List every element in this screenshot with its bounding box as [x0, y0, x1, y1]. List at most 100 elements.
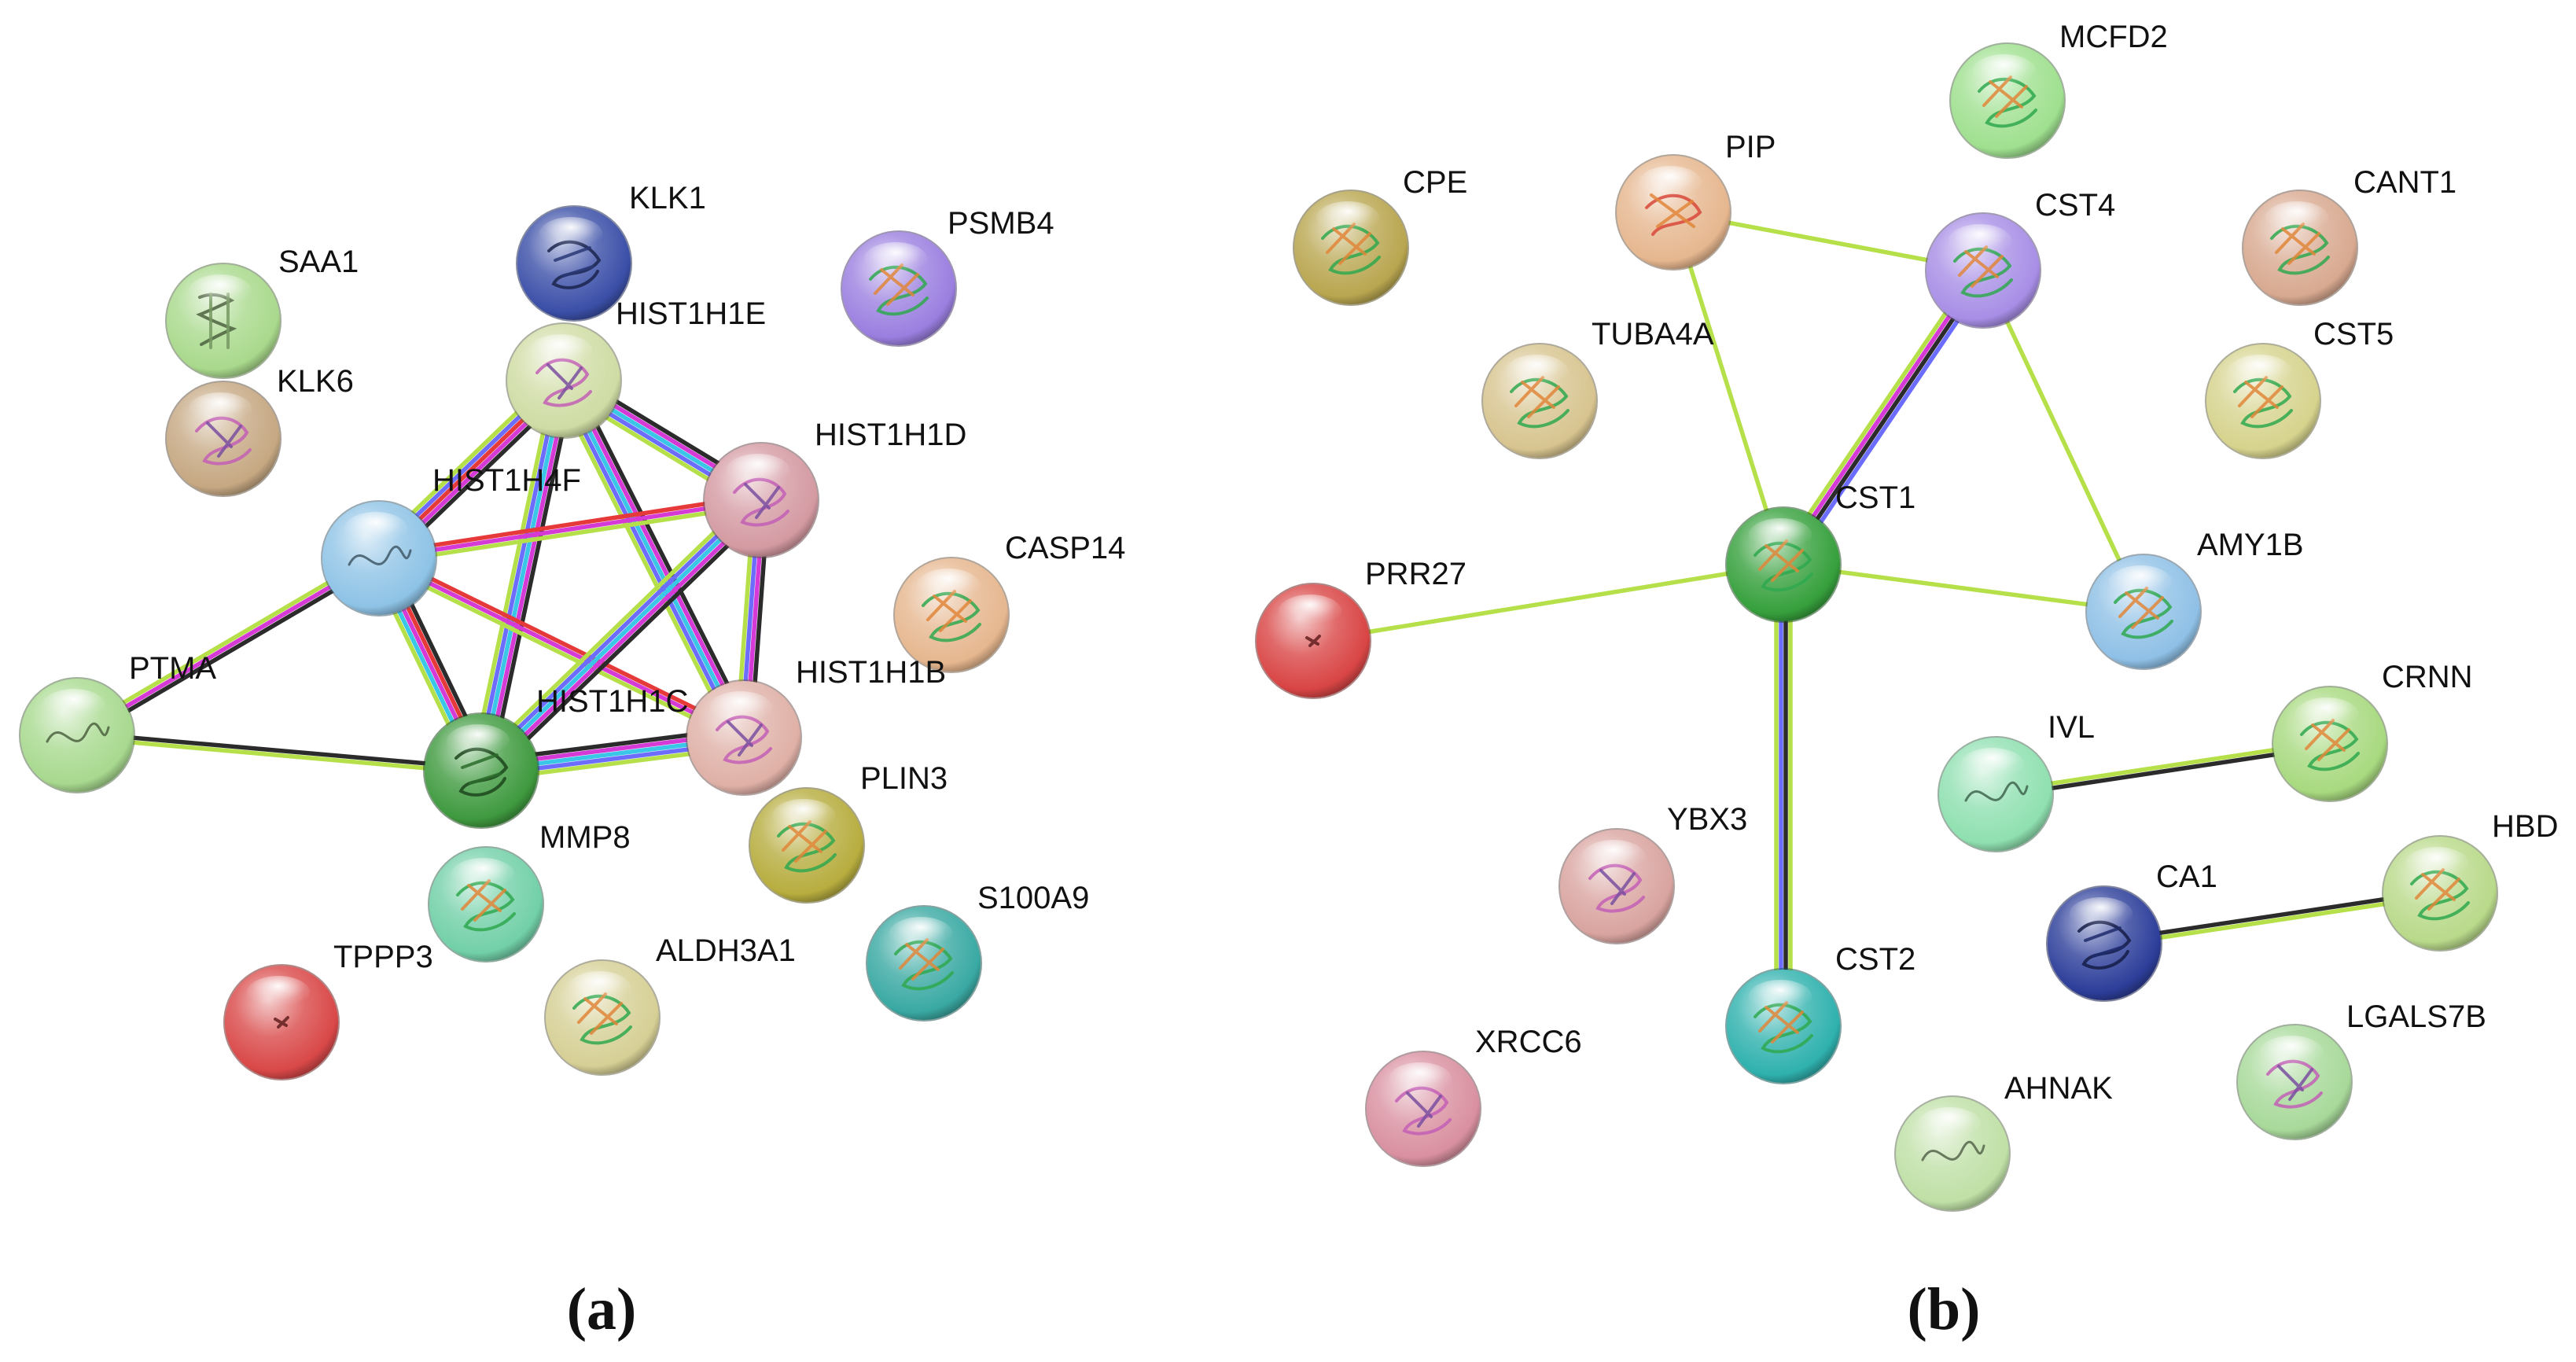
edge-CST1-CST2 [1774, 562, 1793, 1029]
node-label: TUBA4A [1592, 317, 1714, 352]
edge-evidence-line [565, 376, 751, 738]
node-pip[interactable]: PIP [1615, 130, 1776, 271]
edge-CST1-PRR27 [1311, 562, 1786, 643]
node-highlight [1581, 839, 1646, 874]
node-label: YBX3 [1667, 802, 1747, 837]
node-highlight [1917, 1106, 1982, 1142]
node-tppp3[interactable]: TPPP3 [223, 940, 433, 1080]
node-label: CASP14 [1005, 531, 1125, 565]
node-label: SAA1 [278, 245, 359, 279]
node-prr27[interactable]: PRR27 [1255, 557, 1466, 699]
node-highlight [1748, 517, 1812, 553]
node-highlight [916, 568, 981, 603]
node-klk6[interactable]: KLK6 [165, 364, 354, 497]
node-hist1h1b[interactable]: HIST1H1B [686, 655, 946, 796]
node-highlight [451, 857, 515, 893]
node-highlight [42, 688, 106, 723]
node-lgals7b[interactable]: LGALS7B [2236, 999, 2486, 1140]
edge-CST4-AMY1B [1981, 268, 2146, 614]
node-ivl[interactable]: IVL [1938, 710, 2095, 852]
edge-evidence-line [561, 378, 746, 740]
node-label: CST2 [1835, 942, 1915, 977]
node-highlight [2069, 896, 2133, 932]
edge-HIST1H4F-HIST1H1B [374, 551, 749, 745]
node-label: HBD [2492, 809, 2558, 844]
node-highlight [1748, 979, 1812, 1014]
edge-evidence-line [474, 377, 561, 772]
edge-evidence-line [77, 560, 384, 742]
node-cant1[interactable]: CANT1 [2242, 165, 2456, 306]
node-cst2[interactable]: CST2 [1725, 942, 1915, 1084]
node-amy1b[interactable]: AMY1B [2085, 528, 2304, 670]
node-ahnak[interactable]: AHNAK [1894, 1071, 2113, 1212]
node-highlight [344, 511, 408, 547]
node-xrcc6[interactable]: XRCC6 [1365, 1025, 1582, 1167]
edge-evidence-line [553, 382, 738, 745]
node-mcfd2[interactable]: MCFD2 [1949, 20, 2168, 159]
edge-HIST1H4F-PTMA [72, 552, 384, 742]
node-casp14[interactable]: CASP14 [893, 531, 1125, 673]
node-tuba4a[interactable]: TUBA4A [1481, 317, 1714, 459]
edge-HIST1H4F-HIST1H1D [376, 493, 764, 565]
node-label: XRCC6 [1475, 1025, 1582, 1059]
node-label: HIST1H1D [815, 418, 966, 452]
node-ca1[interactable]: CA1 [2046, 860, 2217, 1002]
node-ptma[interactable]: PTMA [19, 651, 216, 793]
node-label: HIST1H4F [432, 463, 581, 498]
node-label: AMY1B [2197, 528, 2304, 562]
node-label: AHNAK [2004, 1071, 2113, 1106]
node-label: S100A9 [977, 881, 1089, 915]
node-hist1h4f[interactable]: HIST1H4F [321, 463, 581, 617]
node-label: CST5 [2313, 317, 2394, 352]
node-label: CRNN [2382, 660, 2473, 694]
edge-evidence-line [377, 556, 746, 740]
protein-structure-icon [1964, 781, 2029, 802]
edge-evidence-line [488, 380, 576, 775]
node-cst4[interactable]: CST4 [1925, 188, 2115, 329]
edge-evidence-line [1775, 264, 1980, 563]
node-cpe[interactable]: CPE [1293, 165, 1467, 306]
node-aldh3a1[interactable]: ALDH3A1 [544, 933, 796, 1076]
node-s100a9[interactable]: S100A9 [866, 881, 1089, 1022]
edge-HIST1H1E-HIST1H1C [469, 376, 576, 775]
node-label: CPE [1403, 165, 1467, 200]
edge-evidence-line [482, 501, 767, 777]
node-crnn[interactable]: CRNN [2272, 660, 2473, 802]
node-hbd[interactable]: HBD [2382, 809, 2558, 952]
node-highlight [2259, 1035, 2324, 1070]
protein-structure-icon [1305, 635, 1321, 647]
node-cst5[interactable]: CST5 [2205, 317, 2394, 459]
node-saa1[interactable]: SAA1 [165, 245, 359, 379]
protein-structure-icon [348, 545, 412, 566]
edge-evidence-line [469, 376, 558, 771]
node-cst1[interactable]: CST1 [1725, 480, 1915, 623]
node-label: TPPP3 [333, 940, 433, 974]
node-hist1h1e[interactable]: HIST1H1E [506, 296, 766, 439]
edge-evidence-line [377, 502, 764, 565]
node-hist1h1d[interactable]: HIST1H1D [703, 418, 966, 558]
node-psmb4[interactable]: PSMB4 [841, 206, 1054, 347]
edge-evidence-line [376, 493, 763, 556]
node-hist1h1c[interactable]: HIST1H1C [423, 684, 688, 829]
panel-a-label: (a) [567, 1276, 637, 1342]
edge-evidence-line [569, 374, 755, 736]
node-mmp8[interactable]: MMP8 [428, 820, 631, 963]
edge-CST1-AMY1B [1781, 562, 2146, 614]
edge-evidence-line [476, 494, 760, 770]
edge-evidence-line [72, 552, 379, 734]
node-klk1[interactable]: KLK1 [516, 181, 706, 322]
node-label: PTMA [129, 651, 216, 686]
node-label: HIST1H1C [536, 684, 688, 719]
node-label: PIP [1725, 130, 1776, 164]
node-highlight [246, 975, 311, 1010]
node-highlight [1638, 165, 1702, 201]
node-label: KLK1 [629, 181, 706, 215]
node-label: MCFD2 [2059, 20, 2168, 54]
node-highlight [188, 392, 252, 427]
node-plin3[interactable]: PLIN3 [749, 761, 948, 904]
node-highlight [528, 333, 593, 369]
node-ybx3[interactable]: YBX3 [1558, 802, 1747, 944]
edge-evidence-line [1779, 267, 1984, 566]
edge-evidence-line [75, 556, 381, 738]
